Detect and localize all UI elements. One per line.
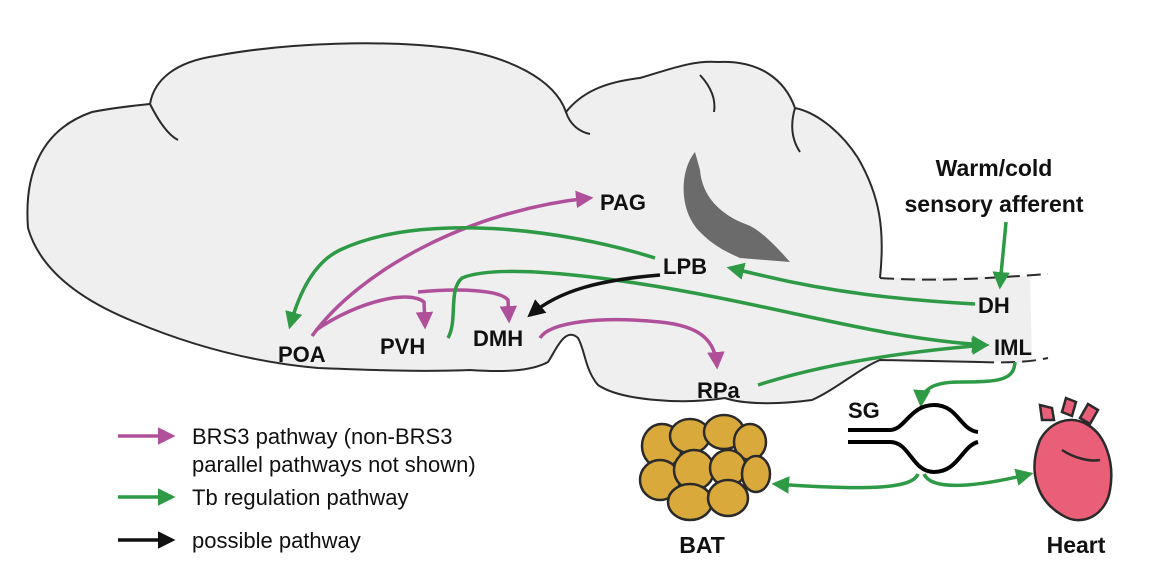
legend-brs3-line1: BRS3 pathway (non-BRS3	[192, 424, 452, 449]
arrow-poa-dmh	[417, 288, 518, 324]
arrow-pvh-iml	[446, 269, 990, 353]
node-dmh: DMH	[473, 326, 523, 351]
tb-pathway	[285, 221, 1034, 494]
arrow-lpb-dmh	[527, 273, 661, 318]
brain-sulcus-4	[791, 107, 801, 153]
legend-possible-label: possible pathway	[192, 528, 361, 553]
brain-sulcus-1	[149, 103, 179, 141]
brain-sulcus-3	[699, 74, 716, 113]
legend-brs3-line2: parallel pathways not shown)	[192, 452, 476, 477]
sensory-label-line2: sensory afferent	[905, 191, 1084, 217]
arrow-rpa-iml	[757, 337, 990, 387]
arrow-poa-pvh	[315, 295, 434, 332]
node-rpa: RPa	[697, 378, 741, 403]
arrow-dmh-rpa	[538, 317, 725, 370]
node-poa: POA	[278, 342, 326, 367]
node-iml: IML	[994, 335, 1032, 360]
heart-icon	[1033, 396, 1113, 522]
brain-contour	[26, 42, 981, 405]
sg-ganglion	[848, 402, 979, 475]
brs3-pathway	[310, 190, 725, 370]
spinal-dashed-bottom	[979, 357, 1049, 364]
arrow-dh-lpb	[726, 262, 976, 306]
bat-label: BAT	[679, 532, 725, 558]
spinal-dashed-top	[879, 273, 1049, 281]
arrow-sg-heart	[922, 468, 1034, 488]
arrow-iml-sg	[913, 361, 1017, 408]
brain-outline	[26, 42, 1049, 405]
arrow-poa-pag	[310, 190, 594, 338]
node-pag: PAG	[600, 190, 646, 215]
brain-body	[27, 43, 1033, 404]
node-sg: SG	[848, 398, 880, 423]
heart-label: Heart	[1047, 532, 1106, 558]
brain-sulcus-2	[565, 111, 591, 135]
arrow-sg-bat	[771, 473, 920, 494]
arrow-lpb-poa	[285, 225, 656, 330]
node-pvh: PVH	[380, 334, 425, 359]
bat-tissue-icon	[638, 413, 772, 522]
node-dh: DH	[978, 293, 1010, 318]
sensory-label-line1: Warm/cold	[936, 155, 1053, 181]
node-lpb: LPB	[663, 254, 707, 279]
legend: BRS3 pathway (non-BRS3 parallel pathways…	[118, 424, 476, 553]
legend-tb-label: Tb regulation pathway	[192, 485, 408, 510]
arrow-sensory-dh	[992, 221, 1010, 290]
ventricle	[683, 152, 790, 262]
